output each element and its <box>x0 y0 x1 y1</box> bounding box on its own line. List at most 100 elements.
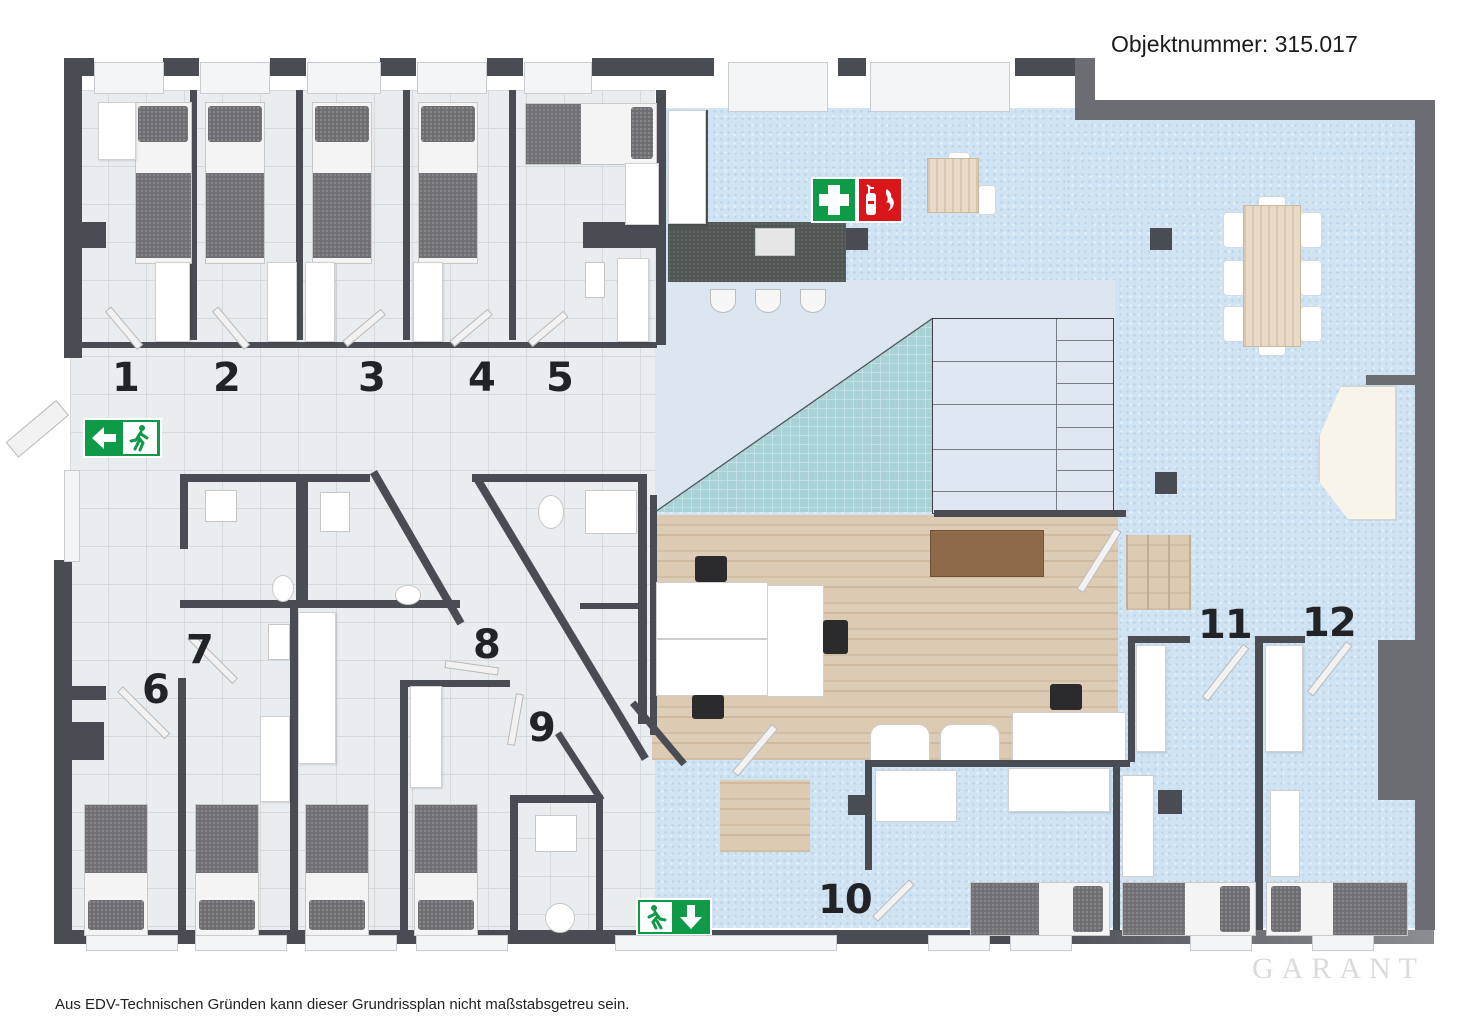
emergency-exit-sign-bottom <box>636 898 712 936</box>
wall-room1-notch <box>64 222 106 248</box>
room-number-1: 1 <box>112 355 140 401</box>
dining-chair-l2 <box>1223 260 1245 296</box>
desk-room-5 <box>625 163 659 225</box>
sink-bath-a <box>205 490 237 522</box>
wall-bath9-right <box>596 795 603 930</box>
wall-bath-block-top <box>180 474 370 482</box>
wardrobe-room-2 <box>267 262 297 342</box>
outer-wall-right-block <box>1378 640 1418 800</box>
bed-room-4 <box>418 102 478 264</box>
office-desk-3 <box>767 585 824 697</box>
desk-room-11 <box>1122 775 1154 877</box>
room-number-6: 6 <box>142 667 170 713</box>
room-number-9: 9 <box>528 705 556 751</box>
room-number-12: 12 <box>1302 600 1357 646</box>
wall-room1-2 <box>190 90 197 340</box>
watermark-text: GARANT <box>1252 952 1425 985</box>
wall-room11-12 <box>1255 636 1263 930</box>
window-bottom-4 <box>416 935 508 951</box>
emergency-exit-sign-left <box>83 418 162 458</box>
sink-bath-b <box>320 492 350 532</box>
sink-room-5 <box>585 262 605 298</box>
bed-room-9 <box>414 804 478 936</box>
wall-room10-right <box>1113 760 1120 930</box>
bed-room-6 <box>84 804 148 936</box>
fire-extinguisher-icon <box>866 184 894 215</box>
room-number-7: 7 <box>186 627 214 673</box>
bed-room-1 <box>135 102 192 264</box>
room-number-8: 8 <box>473 622 501 668</box>
outer-wall-top-1 <box>64 58 94 76</box>
window-bottom-6 <box>928 935 990 951</box>
wall-room5-kitchen <box>656 90 666 345</box>
window-top-1 <box>94 62 164 94</box>
wall-room8-top <box>400 680 510 687</box>
wall-room6-7 <box>178 678 186 930</box>
desk-room-10 <box>875 770 957 822</box>
bistro-chair-2 <box>978 185 996 215</box>
office-top-wall-right <box>934 510 1126 517</box>
room-number-11: 11 <box>1198 602 1253 648</box>
window-left <box>64 470 80 562</box>
outer-wall-top-right <box>1075 58 1095 108</box>
wardrobe-room-4 <box>413 262 443 342</box>
office-desk-1 <box>656 582 768 639</box>
bed-room-3 <box>312 102 372 264</box>
outer-wall-top-4 <box>380 58 416 76</box>
office-chair-2 <box>823 620 848 654</box>
wall-bath-block-mid <box>296 474 308 606</box>
dining-table <box>1243 205 1301 347</box>
wall-room5-bath <box>583 222 658 248</box>
blanket <box>136 173 191 258</box>
office-desk-front-3 <box>1012 712 1126 766</box>
wardrobe-room-10 <box>1008 768 1110 812</box>
office-desk-2 <box>656 639 768 696</box>
wall-room6-left-block <box>66 722 104 760</box>
entrance-door-left[interactable] <box>5 399 69 458</box>
window-top-5 <box>524 62 592 94</box>
wardrobe-room-12 <box>1265 645 1303 752</box>
outer-wall-top-7 <box>838 58 866 76</box>
wall-bath-right-top <box>472 474 647 482</box>
office-desk-front-1 <box>870 724 930 766</box>
wall-room10-pillar <box>848 795 872 815</box>
dining-chair-r2 <box>1300 260 1322 296</box>
sink-bath-9 <box>535 815 577 852</box>
wall-rooms-corridor <box>82 342 657 348</box>
room-number-3: 3 <box>358 355 386 401</box>
desk-room-1 <box>98 102 136 160</box>
toilet-bath-b <box>395 585 421 605</box>
wall-bath-block-bottom <box>180 600 460 608</box>
wardrobe-room-1 <box>155 262 190 342</box>
sideboard <box>930 530 1044 577</box>
outer-wall-top-2 <box>163 58 199 76</box>
common-area-floor-upper <box>1065 150 1415 210</box>
scale-disclaimer: Aus EDV-Technischen Gründen kann dieser … <box>55 996 630 1013</box>
outer-wall-top-right-2 <box>1075 100 1435 120</box>
bar-stool-1 <box>710 289 736 313</box>
pillar-common-1 <box>1150 228 1172 250</box>
fire-extinguisher-sign <box>857 177 903 223</box>
sink-room-7 <box>268 624 290 660</box>
room-number-10: 10 <box>818 877 873 923</box>
bed-room-12 <box>1266 882 1408 936</box>
dining-chair-r3 <box>1300 306 1322 342</box>
fireplace-wall <box>1366 375 1416 385</box>
pillar-common-2 <box>1155 472 1177 494</box>
wall-room3-4 <box>403 90 410 340</box>
wall-room11-top-left <box>1128 636 1190 643</box>
pillar-kitchen <box>846 228 868 250</box>
window-bottom-8 <box>1190 935 1252 951</box>
window-top-7 <box>870 62 1010 112</box>
window-top-2 <box>200 62 270 94</box>
window-top-4 <box>417 62 487 94</box>
pillow <box>138 106 188 142</box>
dining-chair-r1 <box>1300 212 1322 248</box>
outer-wall-top-3 <box>270 58 306 76</box>
window-bottom-2 <box>195 935 287 951</box>
window-top-6 <box>728 62 828 112</box>
side-steps-wood <box>1126 535 1191 610</box>
wardrobe-room-5 <box>617 258 649 342</box>
wall-bath-right-side <box>638 474 647 724</box>
bed-room-2 <box>205 102 265 264</box>
